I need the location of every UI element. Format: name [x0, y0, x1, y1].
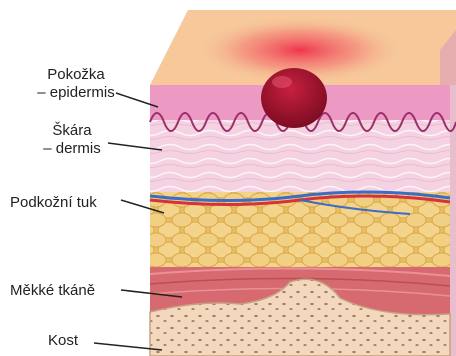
dermis-layer — [150, 120, 450, 192]
epidermis-label-line1: Pokožka — [28, 66, 124, 84]
subcutis-label: Podkožní tuk — [10, 194, 97, 212]
pressure-ulcer — [261, 68, 327, 128]
soft-tissue-label: Měkké tkáně — [10, 282, 95, 300]
dermis-label-line1: Škára — [34, 122, 110, 140]
dermis-label: Škára – dermis — [34, 122, 110, 158]
bone-label: Kost — [48, 332, 78, 350]
epidermis-label: Pokožka – epidermis — [28, 66, 124, 102]
epidermis-label-line2: – epidermis — [28, 84, 124, 102]
dermis-label-line2: – dermis — [34, 140, 110, 158]
ulcer-highlight — [272, 76, 292, 88]
